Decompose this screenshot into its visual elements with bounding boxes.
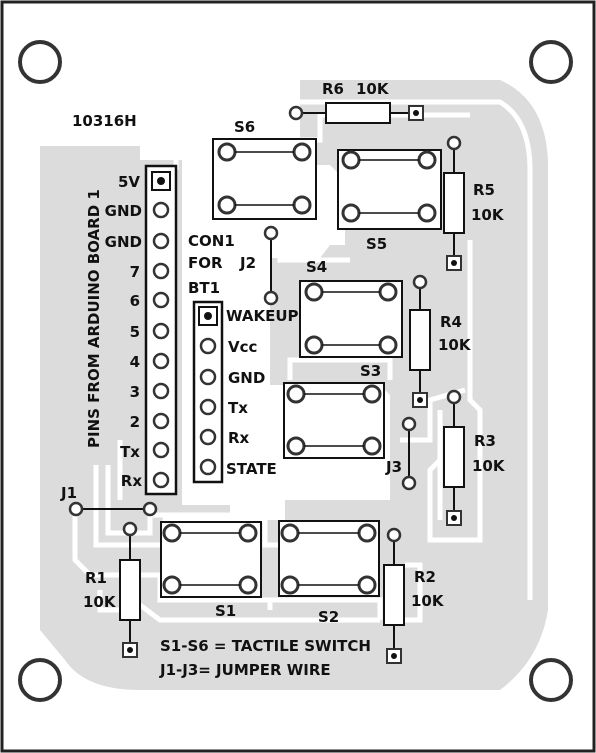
switch-label-s6: S6 xyxy=(234,118,255,136)
resistor-r2 xyxy=(383,564,405,626)
switch-label-s2: S2 xyxy=(318,608,339,626)
arduino-pin-label: 7 xyxy=(130,263,140,281)
resistor-label-r3: R3 xyxy=(474,432,496,450)
jumper-label-j2: J2 xyxy=(239,254,256,272)
arduino-pin-labels: 5V GND GND 7 6 5 4 3 2 Tx Rx xyxy=(105,173,143,490)
note-tactile-switch: S1-S6 = TACTILE SWITCH xyxy=(160,637,371,655)
mounting-hole-bottom-left xyxy=(18,658,62,702)
con1-label: CON1 xyxy=(188,232,235,250)
mounting-hole-top-right xyxy=(529,40,573,84)
switch-label-s5: S5 xyxy=(366,235,387,253)
resistor-label-r4: R4 xyxy=(440,313,462,331)
note-jumper-wire: J1-J3= JUMPER WIRE xyxy=(159,661,331,679)
arduino-pin-label: 6 xyxy=(130,292,140,310)
arduino-pin-label: Rx xyxy=(121,472,143,490)
resistor-r6 xyxy=(325,102,391,124)
mounting-holes xyxy=(18,40,573,702)
jumper-wires xyxy=(76,233,410,510)
con1-pin-labels: WAKEUP Vcc GND Tx Rx STATE xyxy=(226,307,299,478)
con1-pin-label: Vcc xyxy=(228,338,257,356)
arduino-pin-label: 2 xyxy=(130,413,140,431)
board-code: 10316H xyxy=(72,112,137,130)
arduino-pin-label: GND xyxy=(105,233,142,251)
resistor-r5 xyxy=(443,172,465,234)
con1-header xyxy=(192,300,224,484)
con1-label-bt1: BT1 xyxy=(188,279,220,297)
switch-labels: S6 S5 S4 S3 S1 S2 xyxy=(215,118,387,626)
switch-links xyxy=(180,151,419,586)
arduino-pin-label: 4 xyxy=(130,353,140,371)
jumper-label-j3: J3 xyxy=(385,458,402,476)
resistor-labels: R6 10K R5 10K R4 10K R3 10K R2 10K R1 10… xyxy=(83,80,506,611)
mounting-hole-bottom-right xyxy=(529,658,573,702)
resistor-label-r5: R5 xyxy=(473,181,495,199)
resistor-bodies xyxy=(119,102,465,626)
jumper-label-j1: J1 xyxy=(60,484,77,502)
resistor-value-r5: 10K xyxy=(471,206,505,224)
resistor-r4 xyxy=(409,309,431,371)
jumper-labels: J1 J2 J3 xyxy=(60,254,402,502)
mounting-hole-top-left xyxy=(18,40,62,84)
side-label: PINS FROM ARDUINO BOARD 1 xyxy=(85,189,103,448)
arduino-pin-label: Tx xyxy=(120,443,140,461)
switch-label-s3: S3 xyxy=(360,362,381,380)
resistor-value-r1: 10K xyxy=(83,593,117,611)
resistor-label-r6: R6 xyxy=(322,80,344,98)
resistor-value-r2: 10K xyxy=(411,592,445,610)
con1-label-for: FOR xyxy=(188,254,223,272)
arduino-pin-label: 5V xyxy=(118,173,140,191)
resistor-label-r2: R2 xyxy=(414,568,436,586)
switch-label-s1: S1 xyxy=(215,602,236,620)
con1-pin-label: WAKEUP xyxy=(226,307,299,325)
con1-pin-label: Tx xyxy=(228,399,248,417)
arduino-pin-label: 5 xyxy=(130,323,140,341)
arduino-pin-label: 3 xyxy=(130,383,140,401)
resistor-value-r6: 10K xyxy=(356,80,390,98)
resistor-r1 xyxy=(119,559,141,621)
resistor-value-r4: 10K xyxy=(438,336,472,354)
resistor-label-r1: R1 xyxy=(85,569,107,587)
arduino-pin-label: GND xyxy=(105,202,142,220)
con1-pin-label: STATE xyxy=(226,460,277,478)
resistor-round-pads xyxy=(122,105,462,543)
switch-label-s4: S4 xyxy=(306,258,327,276)
resistor-r3 xyxy=(443,426,465,488)
con1-pin-label: Rx xyxy=(228,429,250,447)
jumper-pads xyxy=(68,225,417,517)
resistor-square-pads xyxy=(122,105,462,664)
arduino-header xyxy=(144,164,178,496)
con1-pin-label: GND xyxy=(228,369,265,387)
resistor-value-r3: 10K xyxy=(472,457,506,475)
switch-pads xyxy=(162,142,437,595)
